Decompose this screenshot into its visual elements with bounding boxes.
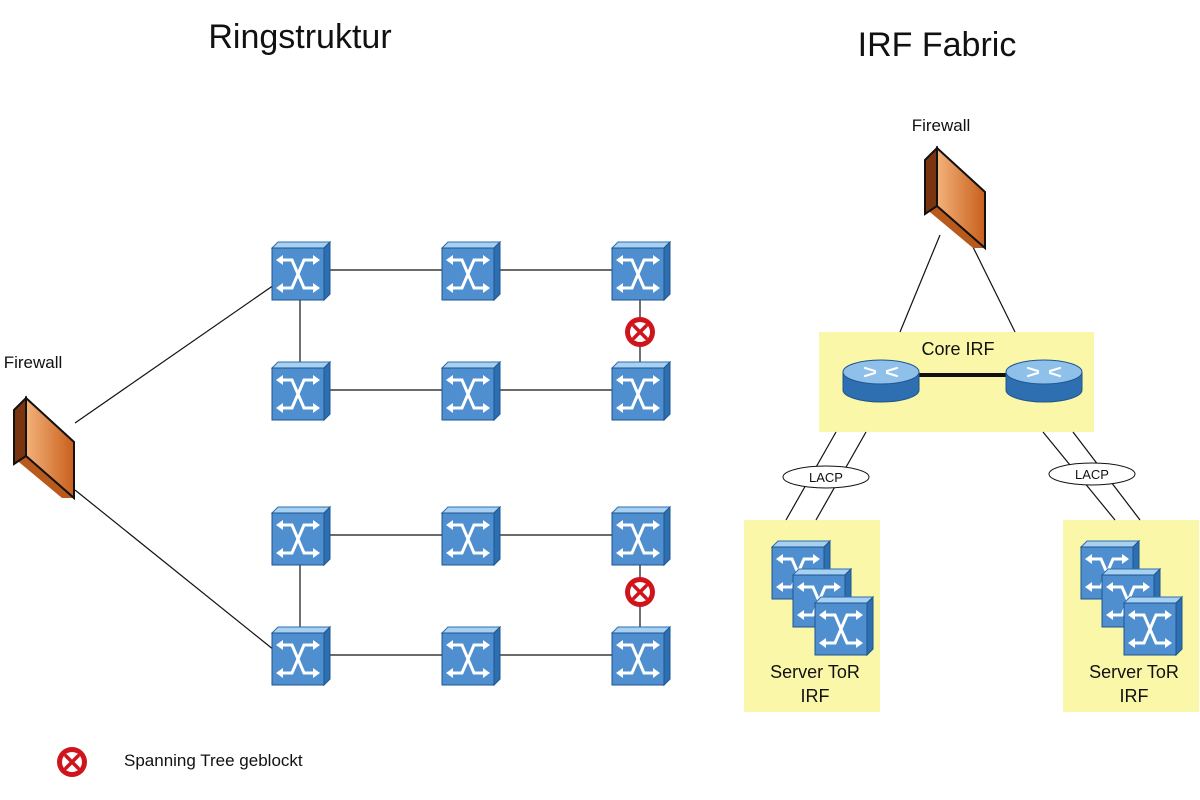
irf-firewall-links [899,234,1016,333]
legend-blocked-label: Spanning Tree geblockt [124,751,303,770]
ring-links [74,269,641,656]
router-icon [1004,358,1084,404]
irf-firewall-label: Firewall [912,116,971,135]
switch-icon [610,505,672,567]
legend-blocked-x-icon [55,745,89,779]
switch-icon [270,240,332,302]
router-icon [841,358,921,404]
tor-left-label-line2: IRF [801,686,830,706]
ring-firewall-label: Firewall [4,353,63,372]
tor-right-label-line2: IRF [1120,686,1149,706]
tor-left-label-line1: Server ToR [770,662,860,682]
lacp-right-label: LACP [1075,467,1109,482]
switch-icon [610,625,672,687]
switch-icon [610,240,672,302]
switch-icon [440,505,502,567]
irf-title: IRF Fabric [858,26,1017,64]
tor-right-label-line1: Server ToR [1089,662,1179,682]
switch-icon [440,625,502,687]
lacp-right-ellipse [1048,462,1136,486]
switch-icon [440,360,502,422]
switch-icon [270,505,332,567]
blocked-x-icon [623,315,657,349]
switch-icon [813,595,875,657]
firewall-icon [924,147,986,249]
switch-icon [270,625,332,687]
switch-icon [610,360,672,422]
lacp-left-ellipse [782,465,870,489]
blocked-x-icon [623,575,657,609]
firewall-icon [13,397,75,499]
ring-title: Ringstruktur [208,18,391,56]
lacp-left-label: LACP [809,470,843,485]
core-irf-label: Core IRF [921,339,994,359]
switch-icon [270,360,332,422]
switch-icon [440,240,502,302]
switch-icon [1122,595,1184,657]
